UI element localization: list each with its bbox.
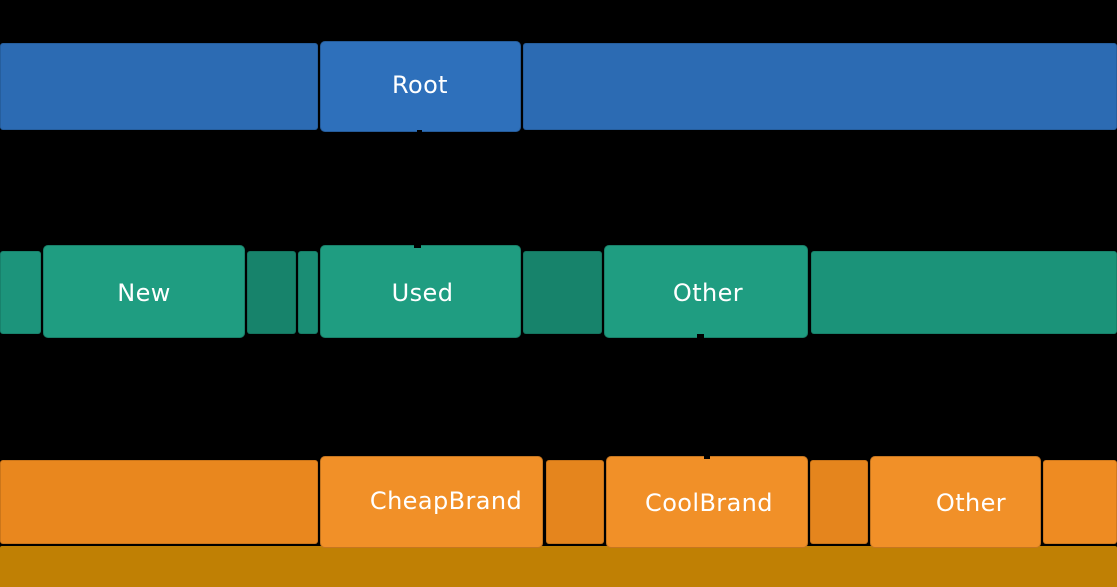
node-new-level-2[interactable]: New — [42, 244, 245, 338]
node-label: Other — [935, 489, 1007, 517]
node-used-level-2[interactable]: Used — [319, 244, 521, 338]
node-label: Used — [391, 279, 454, 307]
edge-stub — [416, 129, 422, 137]
band-segment-level-3 — [0, 460, 318, 544]
filler-segment-level-3 — [545, 460, 604, 544]
leaf-level-strip — [0, 545, 1117, 587]
filler-segment-level-2 — [523, 250, 602, 334]
band-segment-level-2 — [810, 250, 1117, 334]
node-coolbrand-level-3[interactable]: CoolBrand — [606, 455, 808, 548]
node-label: New — [117, 278, 171, 307]
node-cheapbrand-level-3[interactable]: CheapBrand — [319, 455, 543, 548]
node-label: Other — [672, 279, 744, 307]
filler-segment-level-3 — [810, 460, 868, 544]
edge-stub — [414, 240, 421, 248]
filler-segment-level-2 — [0, 250, 41, 334]
band-segment-level-1 — [523, 43, 1117, 130]
filler-segment-level-2 — [297, 250, 318, 334]
node-other-level-2[interactable]: Other — [603, 244, 808, 338]
band-segment-level-1 — [0, 43, 318, 130]
edge-stub — [703, 450, 710, 459]
node-root-level-1[interactable]: Root — [319, 41, 521, 132]
band-segment-level-3 — [1043, 460, 1117, 544]
filler-segment-level-2 — [247, 250, 296, 334]
node-label: CheapBrand — [369, 487, 523, 515]
node-other-level-3[interactable]: Other — [870, 455, 1041, 548]
node-label: CoolBrand — [645, 488, 773, 517]
edge-stub — [697, 334, 704, 343]
node-label: Root — [392, 71, 448, 99]
